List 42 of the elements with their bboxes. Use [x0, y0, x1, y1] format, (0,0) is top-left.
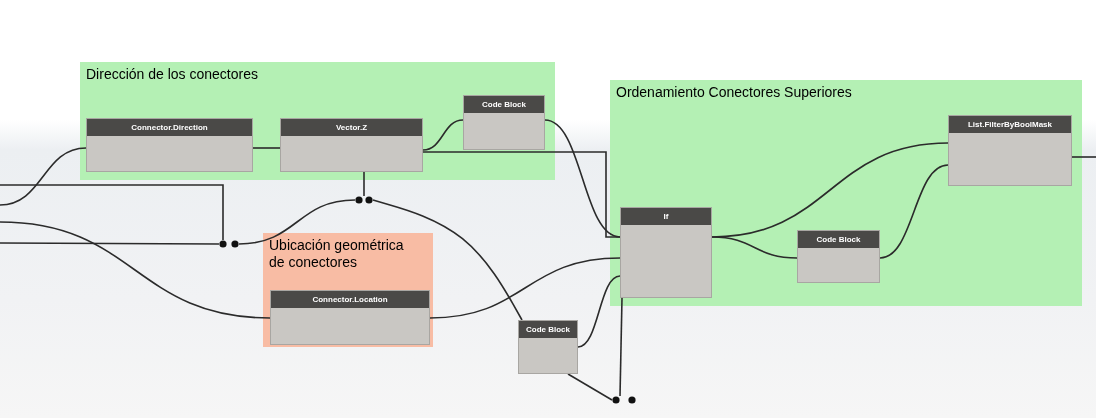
wire: [711, 236, 798, 259]
node-card: [280, 118, 423, 172]
node-title: List.FilterByBoolMask: [949, 116, 1071, 133]
node-title: Connector.Direction: [87, 119, 252, 136]
wire: [619, 297, 623, 397]
group-title: Ubicación geométrica de conectores: [269, 237, 405, 271]
node-title: Vector.Z: [281, 119, 422, 136]
wire: [0, 147, 87, 206]
group-title: Dirección de los conectores: [86, 66, 258, 83]
wire: [422, 119, 464, 151]
wire: [0, 242, 220, 245]
reroute-dots: [219, 240, 239, 248]
wire: [238, 199, 356, 245]
node-card: [86, 118, 253, 172]
node-title: If: [621, 208, 711, 225]
group-panel: [80, 62, 555, 180]
node-card: [463, 95, 545, 150]
wire: [879, 164, 949, 259]
reroute-dots: [612, 396, 636, 404]
node-title: Code Block: [464, 96, 544, 113]
node-title: Connector.Location: [271, 291, 429, 308]
wire: [0, 184, 224, 241]
node-card: [270, 290, 430, 345]
node-title: Code Block: [519, 321, 577, 338]
wire: [252, 147, 281, 149]
node-card: [518, 320, 578, 374]
wire: [363, 171, 365, 197]
wire: [544, 119, 621, 238]
node-card: [620, 207, 712, 298]
wire: [372, 199, 523, 321]
node-title: Code Block: [798, 231, 879, 248]
wire: [429, 257, 621, 319]
wire: [567, 373, 613, 401]
wire: [577, 275, 621, 348]
wire: [1071, 156, 1096, 158]
reroute-dots: [355, 196, 373, 204]
wire: [0, 221, 271, 319]
node-card: [797, 230, 880, 283]
group-title: Ordenamiento Conectores Superiores: [616, 84, 852, 101]
group-panel: [263, 233, 433, 347]
group-panel: [610, 80, 1082, 306]
node-card: [948, 115, 1072, 186]
